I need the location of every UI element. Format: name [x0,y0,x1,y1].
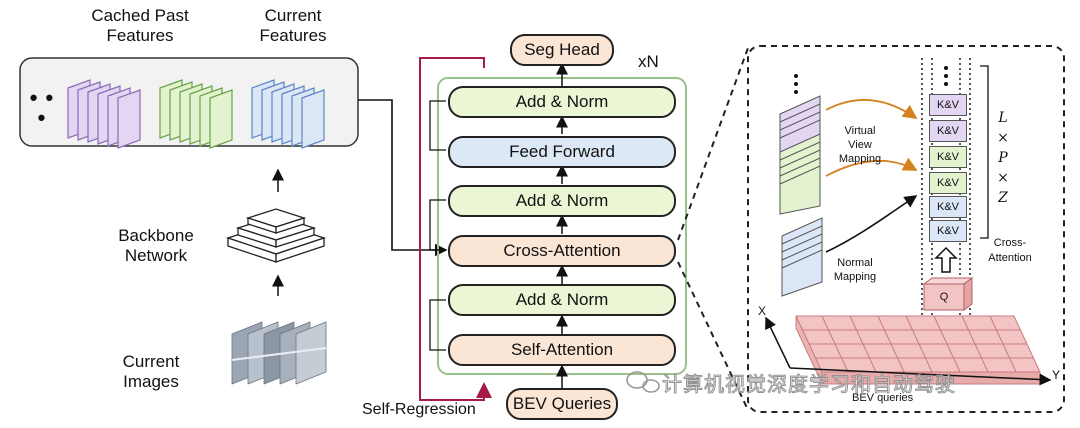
self-attention-block: Self-Attention [448,334,676,366]
seg-head-block: Seg Head [510,34,614,66]
watermark-logo-icon [626,371,660,393]
camera-images-icon [231,321,327,385]
watermark-text: 计算机视觉深度学习和自动驾驶 [662,372,956,397]
green-feature-stack [159,79,233,149]
current-images-label: Current Images [122,352,180,391]
self-regression-loop [419,57,492,401]
detail-box [747,45,1065,413]
feed-forward-block: Feed Forward [448,136,676,168]
kv-cell: K&V [929,196,967,218]
add-norm-block-top: Add & Norm [448,86,676,118]
add-norm-block-middle: Add & Norm [448,185,676,217]
axis-y-label: Y [1052,368,1061,382]
self-regression-label: Self-Regression [362,401,476,418]
query-label: Q [939,291,949,303]
kv-cell: K&V [929,146,967,168]
kv-cell: K&V [929,94,967,116]
current-feature-stack [251,79,325,149]
normal-mapping-label: Normal Mapping [833,257,877,283]
dims-label: L × P × Z [997,110,1009,206]
bev-queries-detail-label: BEV queries [852,392,914,404]
current-features-label: Current Features [259,6,327,45]
axis-x-label: X [758,304,767,318]
backbone-network-label: Backbone Network [118,226,194,265]
cached-feature-stack [67,79,141,149]
virtual-feature-stack [779,95,821,215]
kv-cell: K&V [929,220,967,242]
bev-queries-block: BEV Queries [506,388,618,420]
kv-cell: K&V [929,172,967,194]
virtual-view-mapping-label: Virtual View Mapping [838,125,882,165]
add-norm-block-bottom: Add & Norm [448,284,676,316]
cross-attention-detail-label: Cross- Attention [988,237,1032,264]
up-arrow-icon [934,246,958,273]
backbone-pyramid-icon [225,208,327,263]
normal-feature-stack [781,217,823,297]
cross-attention-block: Cross-Attention [448,235,676,267]
kv-cell: K&V [929,120,967,142]
cached-past-features-label: Cached Past Features [91,6,189,45]
repeat-label: xN [638,52,659,71]
more-features-ellipsis: • • • [29,85,55,130]
query-cube [922,277,974,311]
